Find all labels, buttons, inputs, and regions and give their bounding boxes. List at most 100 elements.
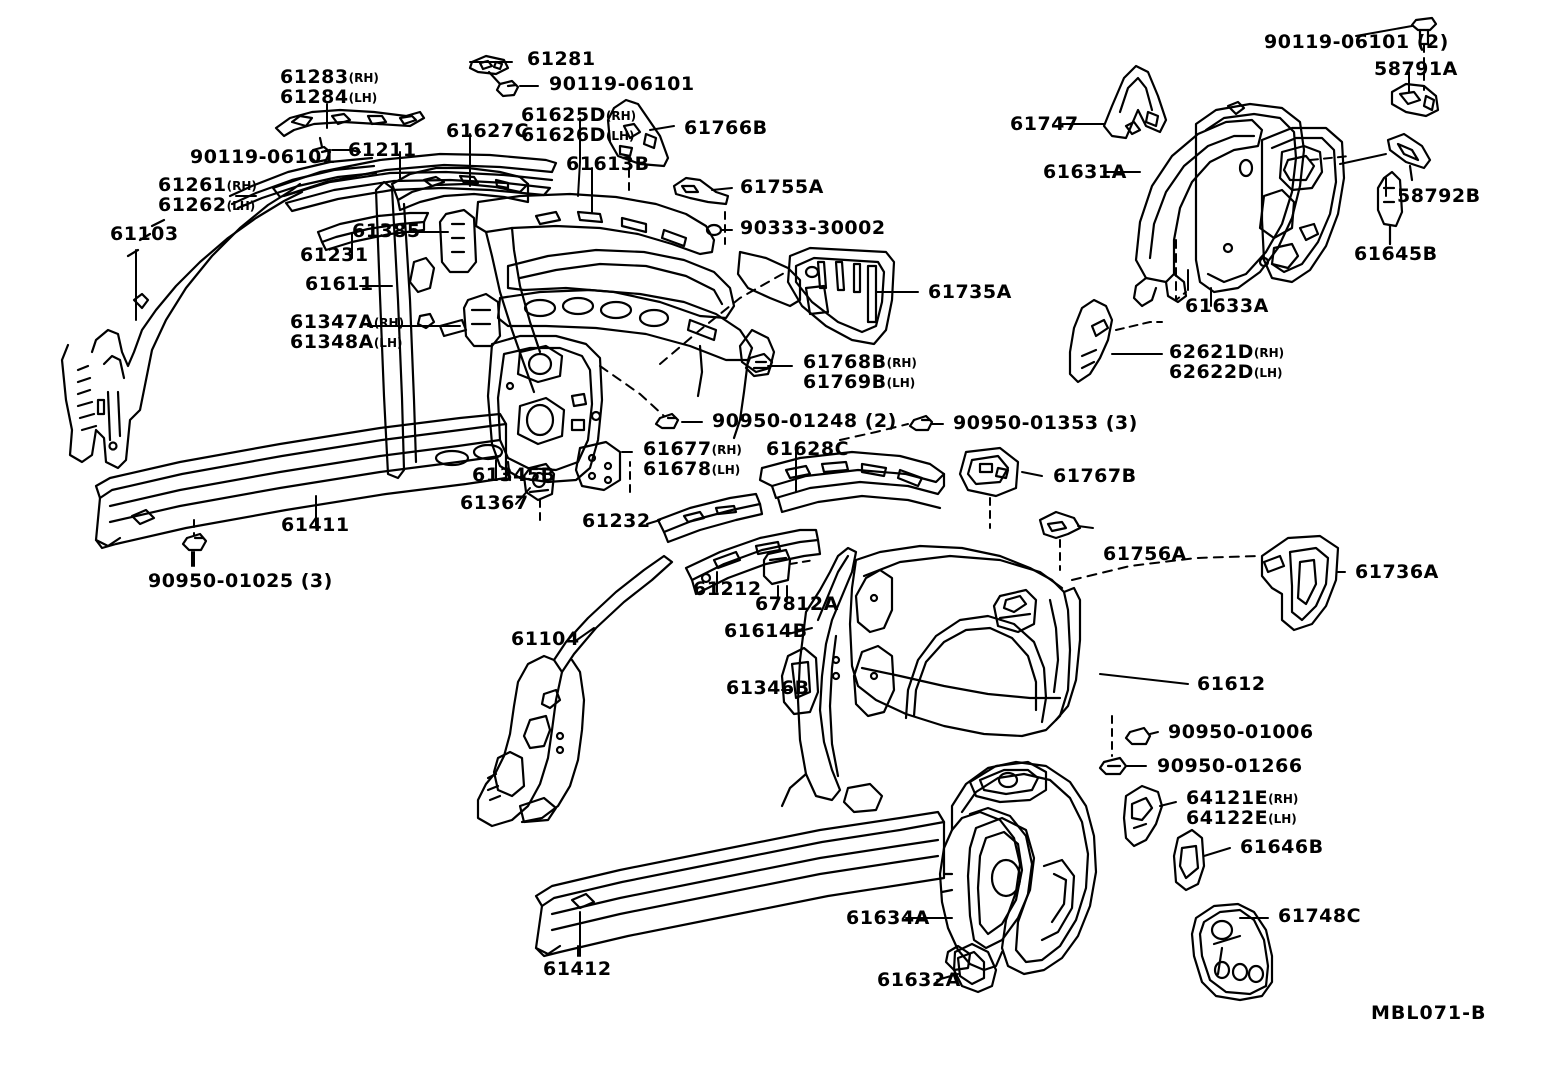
part-number-text: 90950-01266 <box>1157 755 1303 777</box>
part-label-61281: 61281 <box>527 48 596 70</box>
part-number-text: 61281 <box>527 48 596 70</box>
part-label-90950-01025: 90950-01025 (3) <box>148 570 333 592</box>
part-label-61346B: 61346B <box>726 677 810 699</box>
part-label-61766B: 61766B <box>684 118 768 138</box>
part-58792B-bracket <box>1386 132 1432 182</box>
part-number-text: 61755A <box>740 176 824 198</box>
part-number-text: 61628C <box>766 438 850 460</box>
part-61412-rocker <box>534 810 946 958</box>
part-number-text: 64121E(RH) <box>1186 787 1299 809</box>
part-number-text: 61104 <box>511 628 580 650</box>
part-number-text: 61646B <box>1240 836 1324 858</box>
part-61634A-wheelhouse <box>938 760 1098 976</box>
part-number-text: 61612 <box>1197 673 1266 695</box>
part-label-61614B: 61614B <box>724 620 808 642</box>
part-label-61633A: 61633A <box>1185 296 1269 316</box>
part-number-text: 61614B <box>724 620 808 642</box>
part-number-text: 61767B <box>1053 465 1137 487</box>
part-label-90950-01006: 90950-01006 <box>1168 722 1314 742</box>
part-number-text: 61103 <box>110 223 179 245</box>
part-label-58791A: 58791A <box>1374 59 1458 79</box>
part-61347A-reinforcement <box>438 292 502 348</box>
part-label-90950-01266: 90950-01266 <box>1157 755 1303 777</box>
part-label-90119-06101-2: 90119-06101 (2) <box>1264 31 1449 53</box>
part-64121E-brace <box>1122 784 1164 848</box>
part-number-text: 61769B(LH) <box>803 370 916 393</box>
part-number-text: 61631A <box>1043 161 1127 183</box>
diagram-code: MBL071-B <box>1371 1002 1487 1024</box>
part-number-text: 61678(LH) <box>643 457 741 480</box>
part-number-text: 61748C <box>1278 905 1362 927</box>
part-61345B-pillar-inner <box>486 334 604 484</box>
part-side-suffix: (RH) <box>1253 346 1285 360</box>
part-label-61103: 61103 <box>110 223 179 245</box>
part-number-text: 90950-01248 (2) <box>712 410 897 432</box>
part-61411-rocker-outer <box>94 412 508 550</box>
part-62621D-bracket <box>1068 298 1114 384</box>
part-label-61628C: 61628C <box>766 438 850 460</box>
part-number-text: 61735A <box>928 281 1012 303</box>
part-number-text: 61346B <box>726 677 810 699</box>
part-61385-brace <box>438 208 478 274</box>
part-number-text: 61367 <box>460 492 529 514</box>
part-number-text: 61412 <box>543 958 612 980</box>
part-number-text: 61626D(LH) <box>521 123 635 146</box>
part-number-text: 61211 <box>348 139 417 161</box>
part-number-text: 90950-01025 (3) <box>148 570 333 592</box>
part-61748C-bracket <box>1190 902 1274 1002</box>
part-number-text: 61345B <box>472 464 556 486</box>
part-side-suffix: (RH) <box>605 109 637 123</box>
part-side-suffix: (RH) <box>711 443 742 457</box>
part-61628C-rail <box>758 450 946 514</box>
part-61232-brace <box>656 492 764 544</box>
part-61612-quarter-panel <box>848 544 1082 738</box>
part-label-90119-06101-a: 90119-06101 <box>549 74 695 94</box>
part-label-90333-30002: 90333-30002 <box>740 218 886 238</box>
part-61756A-brace <box>1038 510 1082 540</box>
part-number-text: 61625D(RH) <box>521 104 637 126</box>
part-label-61646B: 61646B <box>1240 836 1324 858</box>
part-90950-01353-grommet <box>908 414 934 432</box>
part-61768B-clip <box>744 352 774 378</box>
part-61631A-wheelhouse <box>1132 100 1346 308</box>
part-61736A-brace <box>1260 534 1340 632</box>
part-number-text: 61627C <box>446 120 530 142</box>
part-number-text: 90950-01353 (3) <box>953 412 1138 434</box>
part-number-text: 61756A <box>1103 543 1187 565</box>
part-61231-reinforcement <box>316 211 430 252</box>
part-number-text: 61736A <box>1355 561 1439 583</box>
part-90119-06101-bolt-upper <box>487 70 520 98</box>
part-side-suffix: (RH) <box>226 179 257 193</box>
part-label-61634A: 61634A <box>846 908 930 928</box>
part-number-text: 61632A <box>877 969 961 991</box>
part-61104-rear-pillar <box>476 554 674 828</box>
part-number-text: 61262(LH) <box>158 193 256 216</box>
part-number-text: 61677(RH) <box>643 438 742 460</box>
part-number-text: 67812A <box>755 593 839 615</box>
part-label-90950-01248: 90950-01248 (2) <box>712 410 897 432</box>
part-label-61627C: 61627C <box>446 120 530 142</box>
part-number-text: 61613B <box>566 153 650 175</box>
part-number-text: 61645B <box>1354 243 1438 265</box>
part-number-text: 61768B(RH) <box>803 351 917 373</box>
part-label-61747: 61747 <box>1010 114 1079 134</box>
part-side-suffix: (RH) <box>348 71 379 85</box>
part-90119-06101-bolt-left <box>308 136 332 164</box>
part-number-text: 62621D(RH) <box>1169 341 1285 363</box>
part-label-61104: 61104 <box>511 628 580 650</box>
part-label-90950-01353: 90950-01353 (3) <box>953 412 1138 434</box>
part-label-61613B: 61613B <box>566 153 650 175</box>
part-number-text: 90119-06101 (2) <box>1264 31 1449 53</box>
part-61613B-quarter-inner <box>474 192 802 440</box>
part-number-text: 61348A(LH) <box>290 330 403 353</box>
part-61103-front-pillar <box>60 182 304 470</box>
part-label-61283-61284: 61283(RH)61284(LH) <box>280 67 379 107</box>
part-label-61755A: 61755A <box>740 176 824 198</box>
part-label-61367: 61367 <box>460 492 529 514</box>
part-number-text: 61232 <box>582 510 651 532</box>
part-label-61756A: 61756A <box>1103 543 1187 565</box>
part-number-text: 61261(RH) <box>158 174 257 196</box>
part-label-64121E-64122E: 64121E(RH)64122E(LH) <box>1186 787 1299 828</box>
